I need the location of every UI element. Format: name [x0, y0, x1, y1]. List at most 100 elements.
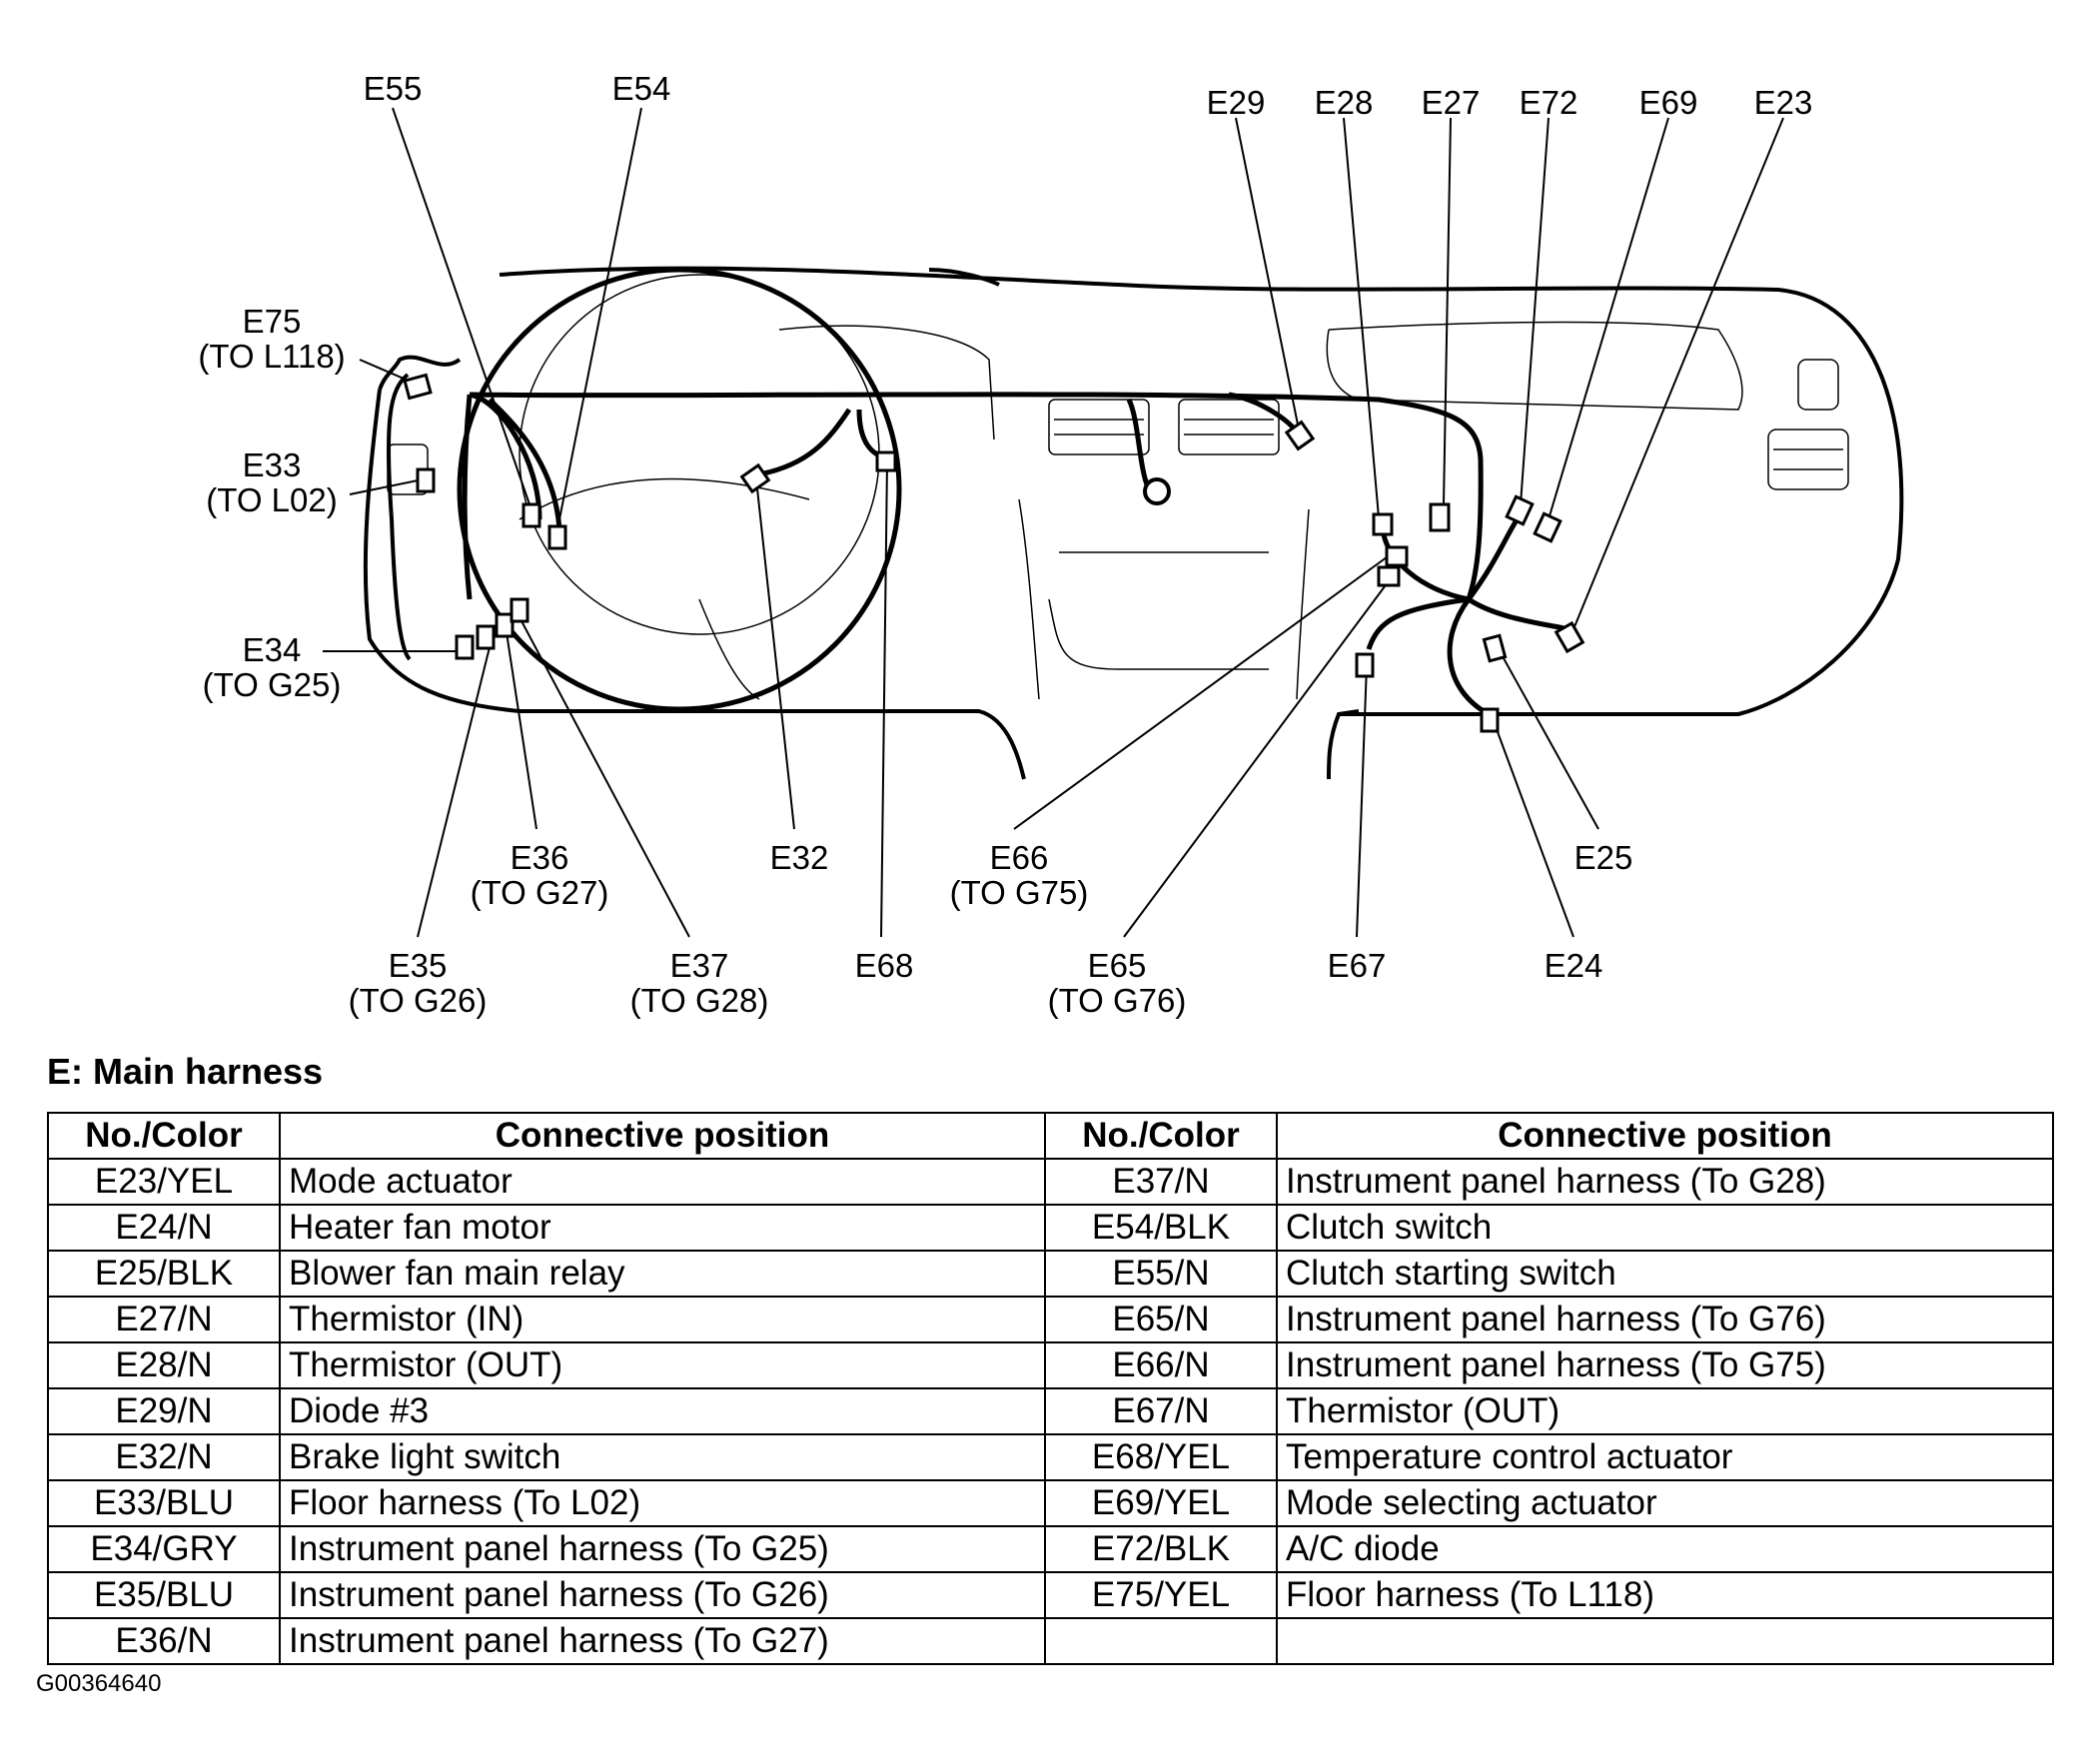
cell-no-color: E35/BLU [47, 1571, 281, 1619]
connector-label: E34 [243, 631, 302, 668]
cell-connective-position: Floor harness (To L02) [279, 1479, 1046, 1527]
cell-no-color: E24/N [47, 1204, 281, 1252]
cell-no-color [1044, 1617, 1278, 1665]
cell-connective-position: Thermistor (IN) [279, 1296, 1046, 1343]
connector-e72 [1505, 494, 1535, 526]
column-header-connective-position: Connective position [279, 1112, 1046, 1160]
cell-no-color: E66/N [1044, 1341, 1278, 1389]
cell-no-color: E68/YEL [1044, 1433, 1278, 1481]
cell-no-color: E72/BLK [1044, 1525, 1278, 1573]
cell-no-color: E28/N [47, 1341, 281, 1389]
connector-label: E28 [1315, 84, 1374, 121]
column-header-no-color: No./Color [47, 1112, 281, 1160]
cell-connective-position: Blower fan main relay [279, 1250, 1046, 1298]
connector-e34 [455, 634, 475, 660]
connector-e69 [1533, 511, 1563, 543]
connector-label: E37 [670, 947, 729, 984]
connector-label: E35 [389, 947, 448, 984]
connector-e27 [1429, 502, 1451, 532]
connector-e54 [547, 524, 567, 550]
cell-no-color: E36/N [47, 1617, 281, 1665]
cell-connective-position: A/C diode [1276, 1525, 2054, 1573]
connector-label: E68 [855, 947, 914, 984]
cell-connective-position: Clutch switch [1276, 1204, 2054, 1252]
connector-label: E24 [1545, 947, 1603, 984]
connector-label: E69 [1639, 84, 1698, 121]
connector-label: E54 [612, 70, 671, 107]
cell-connective-position: Clutch starting switch [1276, 1250, 2054, 1298]
cell-connective-position: Mode actuator [279, 1158, 1046, 1206]
connector-label: E32 [770, 839, 829, 876]
cell-connective-position: Mode selecting actuator [1276, 1479, 2054, 1527]
connector-label-destination: (TO L02) [206, 481, 337, 518]
cell-connective-position: Thermistor (OUT) [1276, 1387, 2054, 1435]
connector-e32 [739, 462, 771, 494]
connector-e35 [476, 624, 496, 650]
cell-no-color: E33/BLU [47, 1479, 281, 1527]
connector-e24 [1480, 707, 1500, 733]
cell-no-color: E32/N [47, 1433, 281, 1481]
connector-e23 [1554, 620, 1585, 654]
cell-connective-position: Instrument panel harness (To G26) [279, 1571, 1046, 1619]
cell-connective-position [1276, 1617, 2054, 1665]
connectors [403, 373, 1585, 733]
connector-label-destination: (TO G28) [630, 982, 769, 1019]
cell-connective-position: Instrument panel harness (To G27) [279, 1617, 1046, 1665]
cell-no-color: E54/BLK [1044, 1204, 1278, 1252]
cell-no-color: E27/N [47, 1296, 281, 1343]
cell-no-color: E37/N [1044, 1158, 1278, 1206]
connector-e37 [510, 597, 529, 623]
connector-label: E27 [1422, 84, 1481, 121]
section-title: E: Main harness [47, 1051, 324, 1092]
cell-connective-position: Diode #3 [279, 1387, 1046, 1435]
cell-no-color: E55/N [1044, 1250, 1278, 1298]
cell-connective-position: Heater fan motor [279, 1204, 1046, 1252]
cell-no-color: E67/N [1044, 1387, 1278, 1435]
cell-no-color: E75/YEL [1044, 1571, 1278, 1619]
connector-e65 [1377, 565, 1401, 587]
connector-label: E29 [1207, 84, 1266, 121]
steering-wheel [457, 267, 902, 712]
cell-connective-position: Instrument panel harness (To G75) [1276, 1341, 2054, 1389]
column-header-connective-position: Connective position [1276, 1112, 2054, 1160]
center-grommet [1143, 477, 1171, 505]
connector-label: E33 [243, 446, 302, 483]
connector-label: E72 [1520, 84, 1578, 121]
connector-e67 [1355, 652, 1375, 678]
connector-label: E55 [364, 70, 423, 107]
panel-details [387, 321, 1849, 700]
connector-label: E36 [511, 839, 569, 876]
cell-no-color: E69/YEL [1044, 1479, 1278, 1527]
cell-no-color: E25/BLK [47, 1250, 281, 1298]
connector-e29 [1284, 420, 1316, 451]
connector-label-destination: (TO G75) [950, 874, 1089, 911]
connector-e33 [416, 467, 436, 493]
cell-no-color: E65/N [1044, 1296, 1278, 1343]
column-header-no-color: No./Color [1044, 1112, 1278, 1160]
cell-no-color: E29/N [47, 1387, 281, 1435]
connector-label-destination: (TO G27) [471, 874, 609, 911]
connector-label-destination: (TO L118) [198, 338, 345, 375]
cell-connective-position: Temperature control actuator [1276, 1433, 2054, 1481]
cell-connective-position: Instrument panel harness (To G25) [279, 1525, 1046, 1573]
cell-connective-position: Floor harness (To L118) [1276, 1571, 2054, 1619]
connector-label-destination: (TO G76) [1048, 982, 1187, 1019]
cell-no-color: E34/GRY [47, 1525, 281, 1573]
connector-label-destination: (TO G25) [203, 666, 342, 703]
connector-label: E66 [990, 839, 1049, 876]
cell-connective-position: Instrument panel harness (To G28) [1276, 1158, 2054, 1206]
leader-lines [323, 107, 1784, 938]
cell-connective-position: Instrument panel harness (To G76) [1276, 1296, 2054, 1343]
table-header-row: No./Color Connective position No./Color … [47, 1112, 2054, 1160]
